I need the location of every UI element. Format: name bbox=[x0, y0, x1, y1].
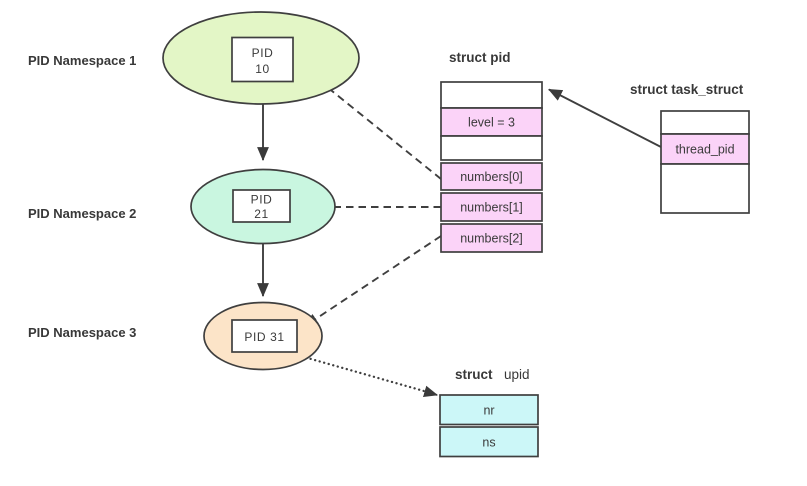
struct-pid-numbers0-text: numbers[0] bbox=[460, 170, 523, 184]
struct-task-struct-title: struct task_struct bbox=[630, 82, 744, 97]
task-struct-row-empty-1 bbox=[660, 110, 750, 135]
namespace-2-label: PID Namespace 2 bbox=[28, 206, 136, 221]
pid-10-line1: PID bbox=[252, 46, 274, 60]
arrow-pid31-to-upid-line bbox=[295, 353, 433, 395]
task-struct-thread-pid-text: thread_pid bbox=[675, 143, 734, 157]
arrow-numbers2-to-pid31 bbox=[304, 235, 442, 327]
task-struct-row-empty-2 bbox=[660, 163, 750, 214]
struct-pid-level-text: level = 3 bbox=[468, 116, 515, 130]
upid-row-ns bbox=[439, 426, 539, 458]
struct-upid-title-regular: upid bbox=[504, 367, 530, 382]
struct-pid-title: struct pid bbox=[449, 50, 511, 65]
pid-31-box bbox=[231, 319, 298, 353]
pid-10-line2: 10 bbox=[255, 62, 270, 76]
arrow-pid31-to-upid-head bbox=[422, 385, 439, 398]
namespace-1-label: PID Namespace 1 bbox=[28, 53, 136, 68]
namespace-3-label: PID Namespace 3 bbox=[28, 325, 136, 340]
struct-pid-numbers1-text: numbers[1] bbox=[460, 201, 523, 215]
pid-21-box bbox=[232, 189, 291, 223]
struct-pid-row-empty-2 bbox=[440, 135, 543, 161]
struct-pid-row-numbers1 bbox=[440, 192, 543, 222]
upid-row-nr bbox=[439, 394, 539, 426]
struct-pid-numbers2-text: numbers[2] bbox=[460, 232, 523, 246]
arrow-thread-pid-to-struct-pid bbox=[548, 88, 662, 148]
upid-ns-text: ns bbox=[482, 436, 495, 450]
struct-pid-row-numbers0 bbox=[440, 162, 543, 191]
pid-21-line1: PID bbox=[251, 193, 273, 207]
pid-10-box bbox=[231, 36, 294, 83]
struct-upid-title-bold: struct bbox=[455, 367, 493, 382]
pid-21-line2: 21 bbox=[254, 207, 269, 221]
pid-31-label: PID 31 bbox=[244, 330, 284, 344]
struct-pid-row-empty-1 bbox=[440, 81, 543, 109]
struct-pid-row-numbers2 bbox=[440, 223, 543, 253]
upid-nr-text: nr bbox=[483, 404, 494, 418]
